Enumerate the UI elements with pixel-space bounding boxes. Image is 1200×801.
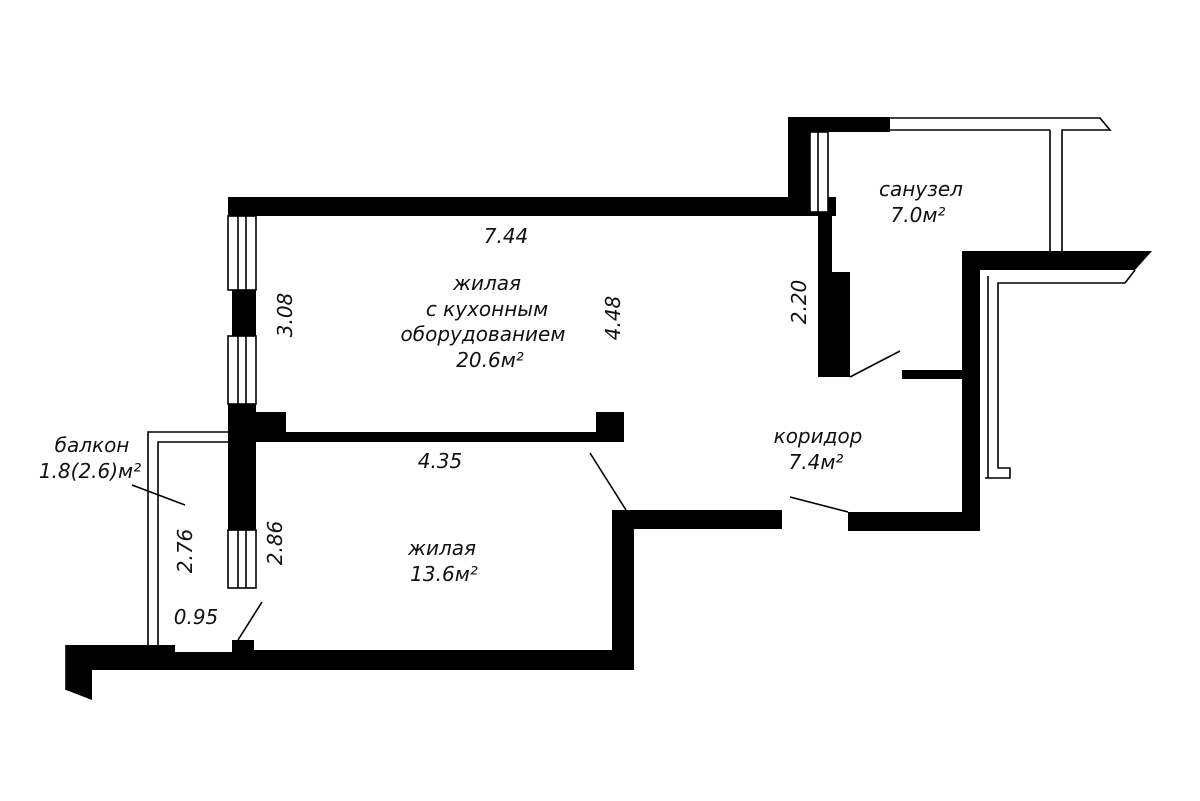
corridor-stub (902, 370, 964, 379)
top-wall (228, 197, 836, 216)
window-bathroom (809, 131, 829, 213)
label-living-line1: жилая (407, 536, 476, 560)
dim-balcony-width: 0.95 (174, 605, 219, 629)
living-right-wall (612, 510, 634, 670)
label-corridor-area: 7.4м² (789, 450, 844, 474)
balcony-pier (232, 640, 254, 652)
dim-top-wall: 7.44 (484, 224, 529, 248)
label-kitchen-line3: оборудованием (401, 322, 566, 346)
label-kitchen-area: 20.6м² (456, 348, 524, 372)
label-bathroom-line1: санузел (879, 177, 963, 201)
windows (227, 117, 1136, 589)
bathroom-left-wall-upper (788, 117, 810, 212)
bathroom-top-wall (788, 117, 890, 132)
partition-right-block (596, 412, 624, 442)
label-bathroom-area: 7.0м² (891, 203, 946, 227)
dim-partition: 4.35 (418, 449, 463, 473)
door-entrance (789, 496, 849, 513)
label-living-area: 13.6м² (410, 562, 478, 586)
dim-living-window: 2.86 (263, 521, 287, 566)
bathroom-wall-block (826, 272, 850, 377)
dim-bath-wall: 2.20 (787, 280, 811, 325)
bathroom-bottom-wall (962, 251, 1152, 270)
bottom-wall (232, 650, 634, 670)
room-labels: жилая с кухонным оборудованием 20.6м² жи… (39, 177, 963, 586)
corridor-bottom-wall-left (612, 510, 782, 529)
label-corridor-line1: коридор (774, 424, 863, 448)
dimension-labels: 7.44 4.35 0.95 3.08 4.48 2.20 2.76 2.86 (173, 224, 811, 629)
corridor-inner-outline (985, 282, 1125, 479)
walls (66, 117, 1152, 700)
label-balcony-line1: балкон (55, 433, 130, 457)
window-living (227, 529, 257, 589)
corridor-right-wall (962, 251, 980, 531)
left-wall-lower (228, 404, 256, 530)
label-kitchen-line2: с кухонным (426, 297, 548, 321)
door-living (589, 452, 627, 511)
dim-balcony-depth: 2.76 (173, 529, 197, 574)
doors (131, 350, 901, 641)
label-kitchen-line1: жилая (452, 271, 521, 295)
dim-kitchen-window: 3.08 (273, 293, 297, 338)
window-kitchen-lower (227, 335, 257, 405)
door-bathroom (849, 350, 901, 378)
bathroom-outer-thin (890, 117, 1112, 251)
balcony-leader (131, 484, 186, 506)
corridor-bottom-wall-right (848, 512, 980, 531)
left-wall-pier (232, 290, 256, 336)
door-balcony (237, 601, 263, 641)
balcony-bottom-wall (66, 645, 232, 700)
balcony (65, 431, 228, 690)
partition-wall (232, 432, 604, 442)
dim-kitchen-height: 4.48 (601, 296, 625, 341)
label-balcony-area: 1.8(2.6)м² (39, 459, 141, 483)
window-kitchen-upper (227, 215, 257, 291)
